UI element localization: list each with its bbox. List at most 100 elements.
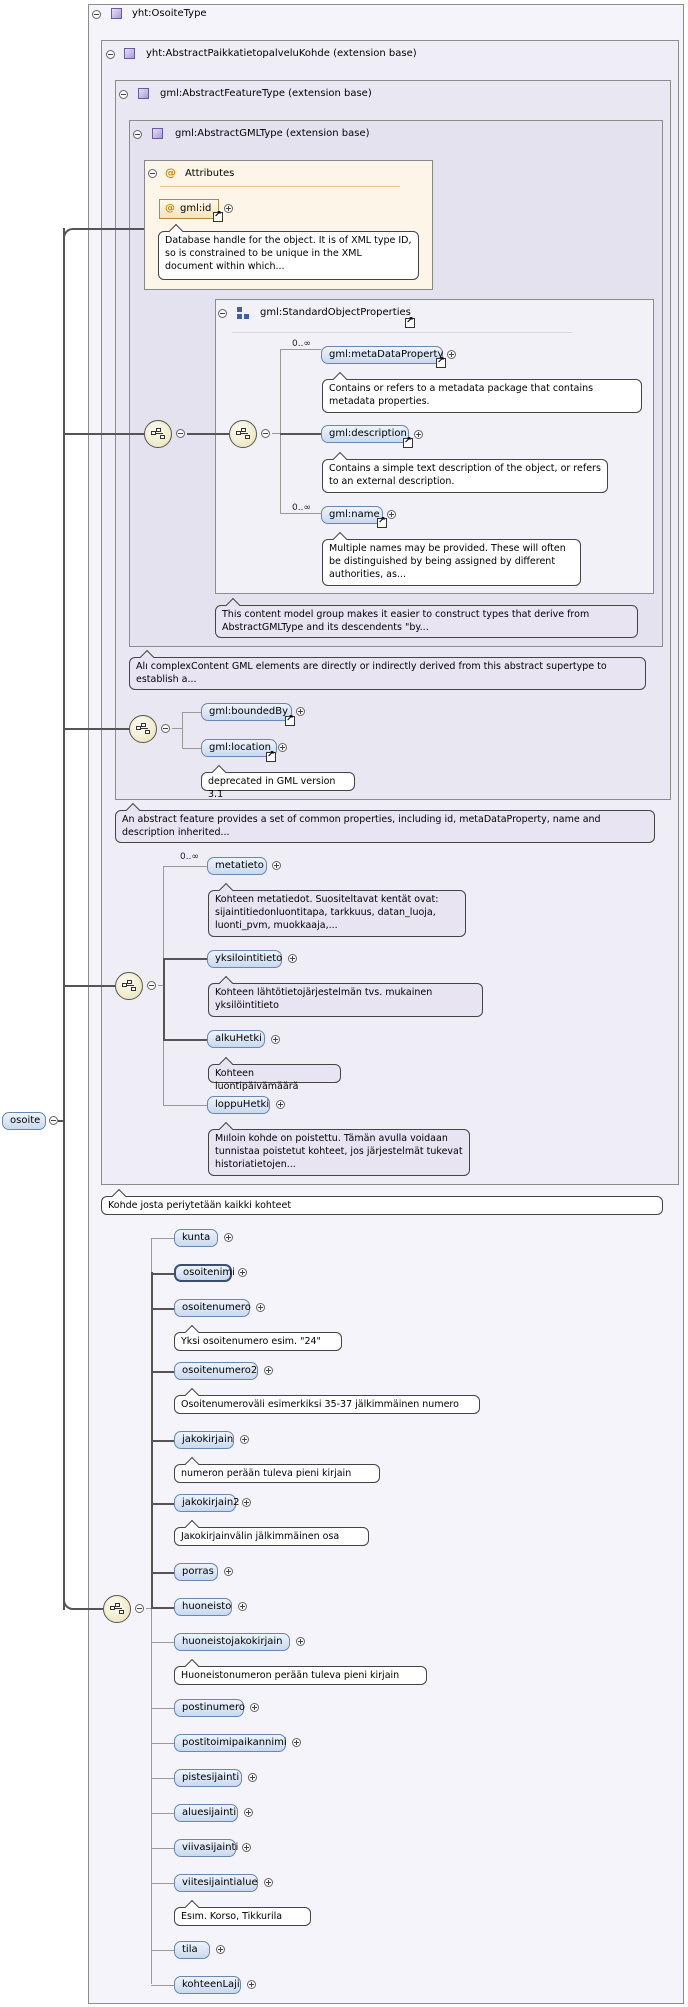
gml-id-attribute[interactable]: @ gml:id	[159, 199, 219, 219]
expand-toggle-metatieto[interactable]	[272, 861, 281, 870]
connector-line	[151, 1273, 174, 1275]
expand-toggle-kohteenlaji[interactable]	[247, 1980, 256, 1989]
alkuhetki-element[interactable]: alkuHetki	[207, 1030, 265, 1048]
osoitenimi-element[interactable]: osoitenimi	[174, 1264, 235, 1282]
collapse-toggle-standard-props[interactable]	[218, 309, 227, 318]
expand-toggle-pistesijainti[interactable]	[248, 1773, 257, 1782]
expand-toggle-viitesijaintialue[interactable]	[264, 1878, 273, 1887]
gml-boundedby-element[interactable]: gml:boundedBy	[201, 703, 292, 721]
osoitenumero2-element[interactable]: osoitenumero2	[174, 1362, 258, 1380]
sequence-compositor-icon[interactable]	[103, 1595, 131, 1623]
expand-toggle-description[interactable]	[414, 430, 423, 439]
expand-toggle-postitoimipaikannimi[interactable]	[292, 1738, 301, 1747]
osoitenumero-element[interactable]: osoitenumero	[174, 1299, 251, 1317]
name-doc: Multiple names may be provided. These wi…	[322, 539, 581, 586]
sequence-compositor-icon[interactable]	[115, 972, 143, 1000]
expand-toggle-gml-id[interactable]	[224, 204, 233, 213]
expand-toggle-aluesijainti[interactable]	[244, 1808, 253, 1817]
sequence-compositor-icon[interactable]	[229, 420, 257, 448]
connector-line	[151, 1503, 174, 1505]
expand-toggle-kunta[interactable]	[224, 1233, 233, 1242]
viivasijainti-element[interactable]: viivasijainti	[174, 1839, 238, 1857]
expand-toggle-tila[interactable]	[216, 1945, 225, 1954]
huoneisto-element[interactable]: huoneisto	[174, 1598, 232, 1616]
connector-line	[280, 349, 281, 513]
jakokirjain2-element[interactable]: jakokirjain2	[174, 1494, 240, 1512]
connector-line	[151, 1440, 174, 1442]
viitesijaintialue-element[interactable]: viitesijaintialue	[174, 1874, 258, 1892]
expand-toggle-jakokirjain[interactable]	[240, 1435, 249, 1444]
connector-line	[146, 1608, 151, 1609]
collapse-toggle-osoite[interactable]	[49, 1116, 58, 1125]
reference-arrow-icon	[213, 210, 223, 222]
location-doc: deprecated in GML version 3.1	[201, 772, 355, 800]
expand-toggle-location[interactable]	[278, 743, 287, 752]
expand-toggle-loppuhetki[interactable]	[276, 1100, 285, 1109]
osoite-root-element[interactable]: osoite	[2, 1112, 46, 1130]
metatieto-doc: Kohteen metatiedot. Suositeltavat kentät…	[208, 890, 466, 937]
collapse-toggle-attributes[interactable]	[148, 169, 157, 178]
expand-toggle-name[interactable]	[387, 510, 396, 519]
connector-line	[151, 1985, 174, 1986]
sequence-compositor-icon[interactable]	[144, 420, 172, 448]
connector-line	[280, 513, 321, 514]
expand-toggle-osoitenumero[interactable]	[256, 1303, 265, 1312]
connector-line	[73, 1608, 103, 1610]
expand-toggle-postinumero[interactable]	[250, 1703, 259, 1712]
connector-line	[172, 728, 182, 729]
postitoimipaikannimi-element[interactable]: postitoimipaikannimi	[174, 1734, 287, 1752]
porras-element[interactable]: porras	[174, 1563, 218, 1581]
gml-name-element[interactable]: gml:name	[321, 506, 383, 524]
metatieto-element[interactable]: metatieto	[207, 857, 267, 875]
expand-toggle-viivasijainti[interactable]	[242, 1843, 251, 1852]
aluesijainti-element[interactable]: aluesijainti	[174, 1804, 238, 1822]
connector-line	[151, 1238, 152, 1984]
abstract-feature-title: gml:AbstractFeatureType (extension base)	[160, 88, 372, 99]
jakokirjain-doc: numeron perään tuleva pieni kirjain	[174, 1464, 380, 1483]
collapse-toggle-osoite-seq[interactable]	[135, 1604, 144, 1613]
kunta-element[interactable]: kunta	[174, 1229, 218, 1247]
huoneistojakokirjain-element[interactable]: huoneistojakokirjain	[174, 1633, 290, 1651]
collapse-toggle-abstract-gml[interactable]	[133, 130, 142, 139]
loppuhetki-element[interactable]: loppuHetki	[207, 1096, 270, 1114]
expand-toggle-boundedby[interactable]	[296, 707, 305, 716]
expand-toggle-yksilointitieto[interactable]	[288, 954, 297, 963]
expand-toggle-huoneistojakokirjain[interactable]	[296, 1637, 305, 1646]
expand-toggle-jakokirjain2[interactable]	[242, 1498, 251, 1507]
collapse-toggle-abstract-paikka[interactable]	[106, 50, 115, 59]
gml-metadataproperty-element[interactable]: gml:metaDataProperty	[321, 346, 443, 364]
connector-line	[163, 958, 207, 960]
collapse-toggle-standard-seq[interactable]	[261, 429, 270, 438]
jakokirjain2-doc: Jakokirjainvälin jälkimmäinen osa	[174, 1527, 369, 1546]
expand-toggle-osoitenumero2[interactable]	[264, 1366, 273, 1375]
jakokirjain-element[interactable]: jakokirjain	[174, 1431, 234, 1449]
abstract-paikka-title: yht:AbstractPaikkatietopalveluKohde (ext…	[146, 48, 417, 59]
connector-line	[151, 1778, 174, 1779]
gml-location-element[interactable]: gml:location	[201, 739, 277, 757]
gml-description-element[interactable]: gml:description	[321, 425, 409, 443]
collapse-toggle-gml-seq[interactable]	[176, 429, 185, 438]
reference-arrow-icon	[436, 356, 446, 368]
main-connector-top-curve	[63, 228, 75, 238]
expand-toggle-porras[interactable]	[224, 1567, 233, 1576]
kohteenlaji-element[interactable]: kohteenLaji	[174, 1976, 241, 1994]
pistesijainti-element[interactable]: pistesijainti	[174, 1769, 242, 1787]
expand-toggle-osoitenimi[interactable]	[238, 1268, 247, 1277]
connector-line	[58, 1120, 64, 1122]
tila-element[interactable]: tila	[174, 1941, 210, 1959]
abstract-feature-doc: An abstract feature provides a set of co…	[115, 810, 655, 843]
collapse-toggle-feature-seq[interactable]	[161, 724, 170, 733]
sequence-compositor-icon[interactable]	[129, 715, 157, 743]
connector-line	[151, 1883, 174, 1884]
connector-line	[151, 1308, 174, 1310]
collapse-toggle-paikka-seq[interactable]	[147, 981, 156, 990]
connector-line	[151, 1848, 174, 1849]
postinumero-element[interactable]: postinumero	[174, 1699, 245, 1717]
expand-toggle-metadataproperty[interactable]	[447, 350, 456, 359]
yksilointitieto-element[interactable]: yksilointitieto	[207, 950, 282, 968]
abstract-gml-doc: All complexContent GML elements are dire…	[129, 657, 646, 690]
expand-toggle-huoneisto[interactable]	[238, 1602, 247, 1611]
collapse-toggle-osoite-type[interactable]	[92, 10, 101, 19]
expand-toggle-alkuhetki[interactable]	[271, 1035, 280, 1044]
collapse-toggle-abstract-feature[interactable]	[119, 90, 128, 99]
